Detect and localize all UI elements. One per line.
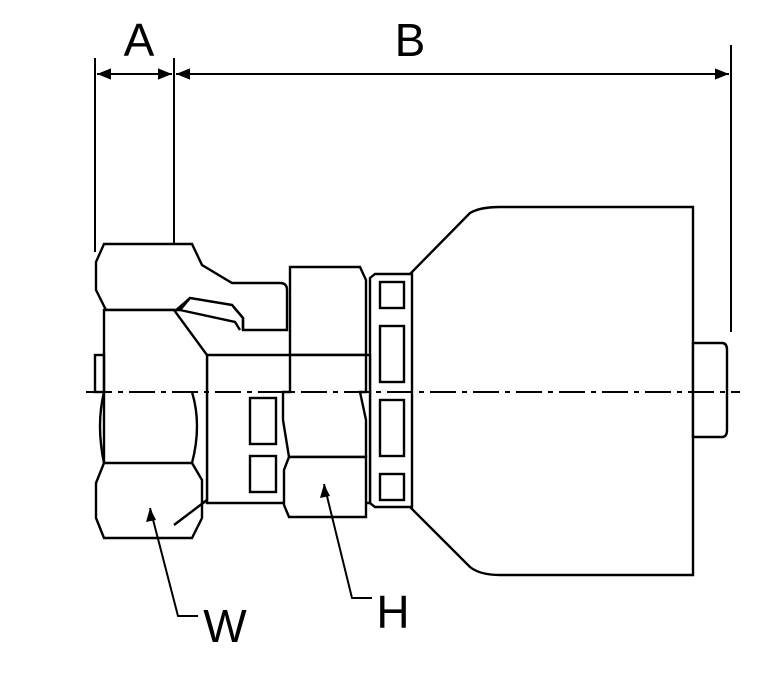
crimp-collar [368,272,414,509]
dimension-a-label: A [124,14,155,66]
callout-h-leader [320,483,372,599]
swivel-nut-w [93,242,289,540]
dimension-b-label: B [395,14,426,66]
stem-tail [691,341,729,439]
callout-h-label: H [376,586,409,638]
callout-w-leader [146,507,198,617]
hex-h [281,265,368,519]
callout-w-label: W [203,600,247,652]
